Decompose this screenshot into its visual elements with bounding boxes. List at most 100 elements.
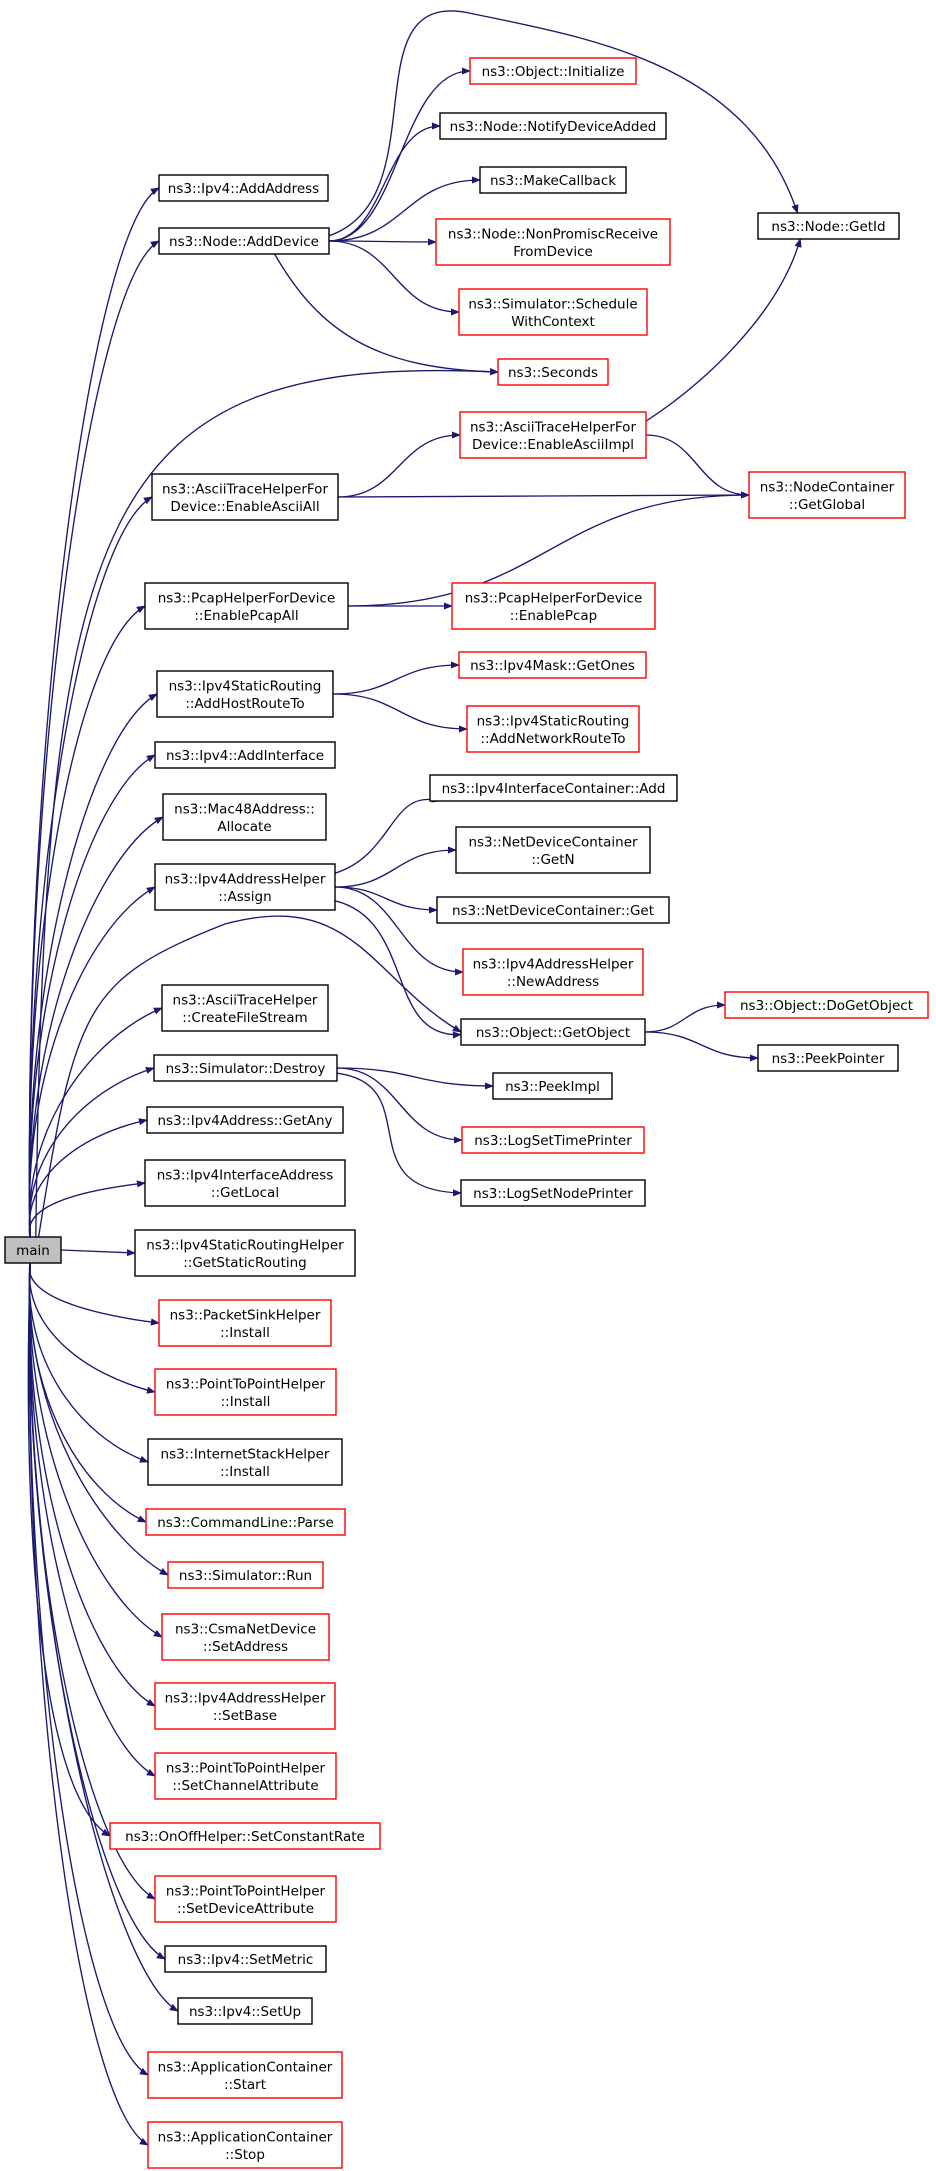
edge-n_ascii_enableasciiimpl-to-n_nodecontainer_getglobal bbox=[645, 434, 750, 499]
edge-main-to-n_ascii_enableasciiall bbox=[28, 496, 153, 1238]
node-n_makecallback[interactable]: ns3::MakeCallback bbox=[479, 166, 627, 194]
node-label: ns3::ApplicationContainer bbox=[158, 2129, 333, 2145]
node-label: ::AddHostRouteTo bbox=[185, 696, 304, 712]
node-label: ns3::Ipv4::AddInterface bbox=[166, 748, 324, 764]
node-n_p2p_setchannelattr[interactable]: ns3::PointToPointHelper::SetChannelAttri… bbox=[154, 1752, 337, 1800]
node-n_internetstack_install[interactable]: ns3::InternetStackHelper::Install bbox=[147, 1438, 343, 1486]
node-n_logsettimeprinter[interactable]: ns3::LogSetTimePrinter bbox=[461, 1126, 645, 1154]
node-main[interactable]: main bbox=[4, 1236, 62, 1264]
node-n_ipv4_setup[interactable]: ns3::Ipv4::SetUp bbox=[177, 1997, 313, 2025]
node-box bbox=[154, 1875, 337, 1923]
node-label: ::SetBase bbox=[213, 1708, 277, 1724]
node-box bbox=[154, 1752, 337, 1800]
node-n_ipv4_addaddress[interactable]: ns3::Ipv4::AddAddress bbox=[158, 174, 329, 202]
edge-main-to-n_ipv4_setup bbox=[28, 1262, 179, 2012]
node-n_mac48_allocate[interactable]: ns3::Mac48Address::Allocate bbox=[162, 793, 327, 841]
node-label: ns3::Ipv4InterfaceAddress bbox=[157, 1167, 334, 1183]
node-label: ns3::Ipv4::SetMetric bbox=[178, 1952, 314, 1968]
node-n_netdevcontainer_getn[interactable]: ns3::NetDeviceContainer::GetN bbox=[455, 826, 651, 874]
node-n_onoff_setconstantrate[interactable]: ns3::OnOffHelper::SetConstantRate bbox=[109, 1822, 381, 1850]
node-box bbox=[458, 651, 647, 679]
node-n_ipv4addrhelper_assign[interactable]: ns3::Ipv4AddressHelper::Assign bbox=[154, 863, 336, 911]
node-n_ipv4ifcontainer_add[interactable]: ns3::Ipv4InterfaceContainer::Add bbox=[429, 774, 678, 802]
node-n_ascii_createfilestream[interactable]: ns3::AsciiTraceHelper::CreateFileStream bbox=[161, 984, 329, 1032]
node-n_staticroutinghelper_get[interactable]: ns3::Ipv4StaticRoutingHelper::GetStaticR… bbox=[134, 1229, 356, 1277]
node-n_packetsink_install[interactable]: ns3::PacketSinkHelper::Install bbox=[158, 1299, 332, 1347]
edge-n_ascii_enableasciiall-to-n_nodecontainer_getglobal bbox=[337, 491, 750, 499]
node-n_node_adddevice[interactable]: ns3::Node::AddDevice bbox=[158, 227, 330, 255]
node-box bbox=[748, 471, 906, 519]
node-label: ns3::Simulator::Run bbox=[179, 1568, 312, 1584]
node-n_ipv4addrhelper_newaddress[interactable]: ns3::Ipv4AddressHelper::NewAddress bbox=[462, 948, 644, 996]
node-label: ns3::Ipv4::AddAddress bbox=[168, 181, 319, 197]
node-n_csma_setaddress[interactable]: ns3::CsmaNetDevice::SetAddress bbox=[161, 1613, 330, 1661]
node-n_node_notifydeviceadded[interactable]: ns3::Node::NotifyDeviceAdded bbox=[439, 112, 667, 140]
node-n_ipv4ifaddr_getlocal[interactable]: ns3::Ipv4InterfaceAddress::GetLocal bbox=[144, 1159, 346, 1207]
edge-n_sim_destroy-to-n_logsetnodeprinter bbox=[336, 1072, 462, 1197]
node-n_object_getobject[interactable]: ns3::Object::GetObject bbox=[460, 1018, 646, 1046]
node-n_sim_run[interactable]: ns3::Simulator::Run bbox=[167, 1561, 324, 1589]
node-n_ascii_enableasciiall[interactable]: ns3::AsciiTraceHelperForDevice::EnableAs… bbox=[151, 473, 339, 521]
edge-main-to-n_csma_setaddress bbox=[28, 1262, 163, 1638]
node-n_node_getid[interactable]: ns3::Node::GetId bbox=[757, 212, 900, 240]
edge-main-to-n_appcontainer_stop bbox=[28, 1262, 149, 2146]
node-label: ::EnablePcapAll bbox=[194, 608, 298, 624]
node-label: ns3::PointToPointHelper bbox=[166, 1376, 326, 1392]
node-n_p2p_install[interactable]: ns3::PointToPointHelper::Install bbox=[154, 1368, 337, 1416]
node-box bbox=[147, 2121, 343, 2169]
node-n_object_initialize[interactable]: ns3::Object::Initialize bbox=[469, 57, 637, 85]
node-label: ::GetStaticRouting bbox=[183, 1255, 307, 1271]
node-box bbox=[154, 863, 336, 911]
edges-layer bbox=[27, 10, 802, 2146]
node-label: ns3::Node::NotifyDeviceAdded bbox=[450, 119, 657, 135]
node-n_sim_destroy[interactable]: ns3::Simulator::Destroy bbox=[153, 1054, 338, 1082]
node-box bbox=[153, 1054, 338, 1082]
node-n_ipv4address_getany[interactable]: ns3::Ipv4Address::GetAny bbox=[146, 1106, 344, 1134]
node-label: ns3::Ipv4AddressHelper bbox=[165, 1690, 326, 1706]
node-n_ipv4_setmetric[interactable]: ns3::Ipv4::SetMetric bbox=[164, 1945, 327, 1973]
edge-main-to-n_object_getobject bbox=[37, 915, 462, 1238]
node-box bbox=[146, 1106, 344, 1134]
node-n_nodecontainer_getglobal[interactable]: ns3::NodeContainer::GetGlobal bbox=[748, 471, 906, 519]
node-box bbox=[460, 1179, 646, 1207]
node-n_pcap_enablepcapall[interactable]: ns3::PcapHelperForDevice::EnablePcapAll bbox=[144, 582, 349, 630]
node-n_p2p_setdeviceattr[interactable]: ns3::PointToPointHelper::SetDeviceAttrib… bbox=[154, 1875, 337, 1923]
node-n_peekpointer[interactable]: ns3::PeekPointer bbox=[757, 1044, 899, 1072]
node-label: ::Start bbox=[224, 2077, 266, 2093]
node-n_pcap_enablepcap[interactable]: ns3::PcapHelperForDevice::EnablePcap bbox=[451, 582, 656, 630]
node-label: ns3::LogSetNodePrinter bbox=[473, 1186, 633, 1202]
node-n_object_dogetobject[interactable]: ns3::Object::DoGetObject bbox=[724, 991, 929, 1019]
node-n_netdevcontainer_get[interactable]: ns3::NetDeviceContainer::Get bbox=[436, 896, 670, 924]
node-n_ipv4_addinterface[interactable]: ns3::Ipv4::AddInterface bbox=[154, 741, 336, 769]
node-box bbox=[144, 582, 349, 630]
node-label: ns3::NetDeviceContainer::Get bbox=[452, 903, 654, 919]
node-n_ascii_enableasciiimpl[interactable]: ns3::AsciiTraceHelperForDevice::EnableAs… bbox=[459, 411, 647, 459]
node-label: ns3::LogSetTimePrinter bbox=[474, 1133, 632, 1149]
node-n_ipv4mask_getones[interactable]: ns3::Ipv4Mask::GetOnes bbox=[458, 651, 647, 679]
node-box bbox=[460, 1018, 646, 1046]
edge-n_sim_destroy-to-n_logsettimeprinter bbox=[336, 1067, 463, 1144]
node-n_peekimpl[interactable]: ns3::PeekImpl bbox=[492, 1072, 613, 1100]
node-n_logsetnodeprinter[interactable]: ns3::LogSetNodePrinter bbox=[460, 1179, 646, 1207]
node-label: ::GetGlobal bbox=[789, 497, 865, 513]
edge-main-to-n_node_adddevice bbox=[28, 240, 160, 1238]
node-n_staticrouting_addnetwork[interactable]: ns3::Ipv4StaticRouting::AddNetworkRouteT… bbox=[466, 705, 640, 753]
node-n_ipv4addrhelper_setbase[interactable]: ns3::Ipv4AddressHelper::SetBase bbox=[154, 1682, 336, 1730]
node-n_appcontainer_stop[interactable]: ns3::ApplicationContainer::Stop bbox=[147, 2121, 343, 2169]
node-box bbox=[161, 1613, 330, 1661]
edge-main-to-n_ipv4_setmetric bbox=[28, 1262, 166, 1960]
node-box bbox=[479, 166, 627, 194]
node-label: ns3::Ipv4Mask::GetOnes bbox=[470, 658, 635, 674]
node-box bbox=[458, 288, 648, 336]
node-n_commandline_parse[interactable]: ns3::CommandLine::Parse bbox=[145, 1508, 346, 1536]
node-n_seconds[interactable]: ns3::Seconds bbox=[497, 358, 609, 386]
node-box bbox=[145, 1508, 346, 1536]
node-n_staticrouting_addhost[interactable]: ns3::Ipv4StaticRouting::AddHostRouteTo bbox=[156, 670, 334, 718]
node-box bbox=[451, 582, 656, 630]
node-box bbox=[455, 826, 651, 874]
node-n_appcontainer_start[interactable]: ns3::ApplicationContainer::Start bbox=[147, 2051, 343, 2099]
node-box bbox=[162, 793, 327, 841]
node-label: ns3::Ipv4InterfaceContainer::Add bbox=[442, 781, 666, 797]
